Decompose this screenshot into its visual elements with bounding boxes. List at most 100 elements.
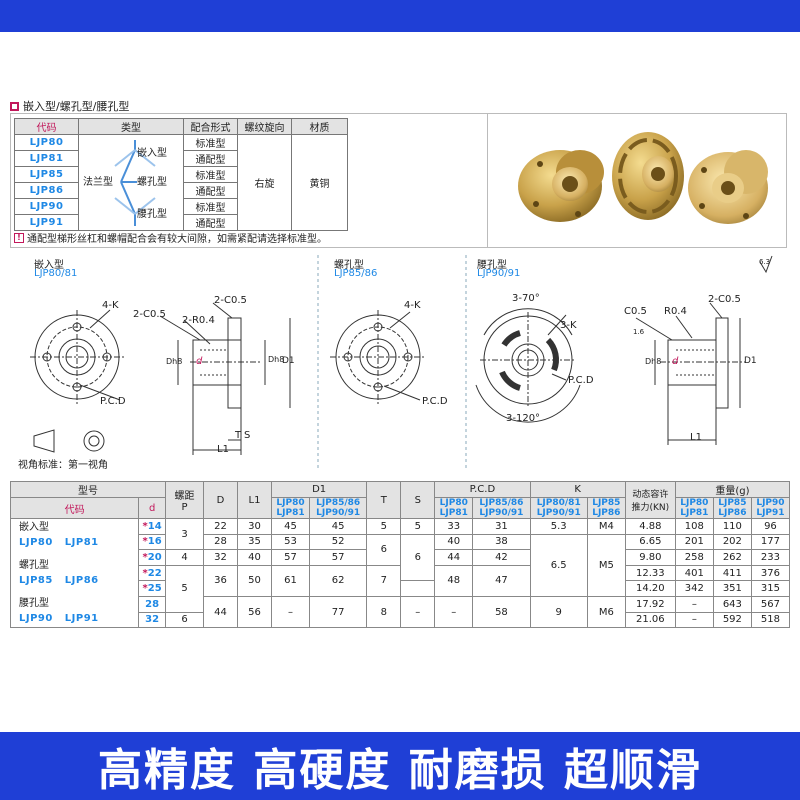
slogan: 高精度 高硬度 耐磨损 超顺滑: [98, 745, 702, 796]
cell-PCDb: 31: [472, 518, 531, 535]
model-group-cell: 嵌入型 LJP80 LJP81 螺孔型 LJP85 LJP86 腰孔型 LJP9…: [9, 517, 140, 629]
subtype-embedded: 嵌入型: [137, 148, 167, 159]
label-2c05-b: 2-C0.5: [214, 295, 247, 306]
drawing-embedded-codes: LJP80/81: [34, 268, 78, 279]
cell-w2: 643: [712, 595, 752, 613]
d-value: 16: [147, 536, 162, 548]
cell-L1: 30: [237, 518, 272, 535]
fit-cell: 标准型: [183, 134, 238, 151]
table-row: *20 4 32 40 57 57 44 42 9.80 258 262 233: [11, 549, 791, 566]
cell-w1: 342: [674, 580, 714, 597]
header-K-b: LJP85 LJP86: [586, 497, 626, 519]
cell-D1a: 61: [270, 564, 311, 597]
cell-PCDa: 44: [434, 549, 474, 566]
label-d: d: [196, 356, 203, 367]
brass-nuts-illustration: [518, 132, 768, 224]
label-2c05: 2-C0.5: [133, 309, 166, 320]
drawing-slot-codes: LJP90/91: [477, 268, 521, 279]
type-table: 代码 类型 配合形式 螺纹旋向 材质 LJP80 法兰型 嵌入型 螺孔型 腰孔型: [14, 118, 348, 231]
star-mark: *: [142, 520, 148, 532]
header-K-a: LJP80/81 LJP90/91: [529, 497, 588, 519]
cell-S: [400, 580, 436, 597]
cell-PCDa: –: [434, 595, 474, 629]
label-s: S: [244, 430, 251, 441]
cell-P: 3: [165, 517, 204, 551]
cell-w2: 262: [712, 549, 752, 566]
cell-PCDa: 48: [434, 564, 474, 597]
header-weight-a: LJP80 LJP81: [674, 497, 714, 519]
table-row: 32 6 21.06 – 592 518: [11, 611, 791, 629]
type-diagram-cell: 法兰型 嵌入型 螺孔型 腰孔型: [78, 134, 184, 231]
type-code: LJP80: [14, 134, 79, 151]
star-mark: *: [142, 567, 148, 579]
label-l1-slot: L1: [690, 432, 702, 443]
table-row: 28 44 56 – 77 8 – – 58 9 M6 17.92 – 643 …: [11, 595, 791, 629]
header-K: K: [529, 481, 626, 498]
cell-T: 7: [366, 564, 402, 597]
label-2r04: 2-R0.4: [182, 315, 215, 326]
drawing-embedded-title: 嵌入型: [34, 260, 64, 271]
star-mark: *: [142, 583, 148, 595]
label-4k: 4-K: [102, 300, 119, 311]
cell-thrust: 12.33: [624, 564, 676, 582]
cell-K2: M5: [586, 533, 626, 597]
type-code: LJP81: [14, 150, 79, 167]
header-D1-a: LJP80 LJP81: [270, 497, 311, 519]
cell-thrust: 9.80: [624, 549, 676, 566]
cell-w2: 202: [712, 533, 752, 551]
cell-w3: 96: [750, 518, 791, 535]
d-value: 25: [147, 583, 162, 595]
cell-w2: 592: [712, 611, 752, 629]
cell-w3: 233: [750, 549, 791, 566]
group-codes-screw: LJP85 LJP86: [19, 575, 99, 587]
header-weight-c: LJP90 LJP91: [750, 497, 791, 519]
label-pcd-slot: P.C.D: [568, 375, 594, 386]
cell-P: 4: [165, 549, 204, 566]
thread-direction: 右旋: [237, 134, 292, 231]
type-code: LJP91: [14, 214, 79, 231]
top-banner: [0, 0, 800, 32]
fit-cell: 标准型: [183, 166, 238, 183]
cell-thrust: 14.20: [624, 580, 676, 597]
label-c05: C0.5: [624, 306, 647, 317]
cell-D1b: 62: [309, 564, 368, 597]
cell-thrust: 6.65: [624, 533, 676, 551]
cell-D1a: –: [270, 595, 311, 629]
cell-T: 6: [366, 533, 402, 566]
fit-note: ! 通配型梯形丝杠和螺帽配合会有较大间隙，如需紧配请选择标准型。: [14, 230, 327, 245]
flange-type-label: 法兰型: [83, 177, 113, 188]
header-PCD-a: LJP80 LJP81: [434, 497, 474, 519]
label-3-70: 3-70°: [512, 293, 540, 304]
cell-K1: 6.5: [529, 533, 588, 597]
material: 黄铜: [291, 134, 348, 231]
cell-L1: 40: [237, 549, 272, 566]
cell-D1b: 45: [309, 518, 368, 535]
cell-w3: 518: [750, 611, 791, 629]
type-tree-diagram: [114, 140, 156, 226]
cell-w3: 567: [750, 595, 791, 613]
cell-L1: 56: [237, 595, 272, 629]
group-codes-slot: LJP90 LJP91: [19, 613, 99, 625]
header-PCD: P.C.D: [434, 481, 531, 498]
header-L1: L1: [237, 481, 272, 519]
cell-d: 28: [138, 595, 166, 613]
header-D1-b: LJP85/86 LJP90/91: [309, 497, 368, 519]
cell-D: 32: [203, 549, 238, 566]
cell-w3: 315: [750, 580, 791, 597]
cell-d: 32: [138, 611, 166, 629]
header-code: 代码: [14, 118, 79, 135]
label-4k-screw: 4-K: [404, 300, 421, 311]
star-mark: *: [142, 536, 148, 548]
type-code: LJP85: [14, 166, 79, 183]
cell-PCDb: 38: [472, 533, 531, 551]
bottom-banner: 高精度 高硬度 耐磨损 超顺滑: [0, 732, 800, 800]
roughness-1-6: 1.6: [633, 328, 645, 336]
cell-D: 28: [203, 533, 238, 551]
cell-K2: M6: [586, 595, 626, 629]
cell-K1: 9: [529, 595, 588, 629]
cell-K2: M4: [586, 518, 626, 535]
cell-w2: 110: [712, 518, 752, 535]
header-D1: D1: [270, 481, 368, 498]
cell-thrust: 4.88: [624, 518, 676, 535]
cell-PCDb: 42: [472, 549, 531, 566]
